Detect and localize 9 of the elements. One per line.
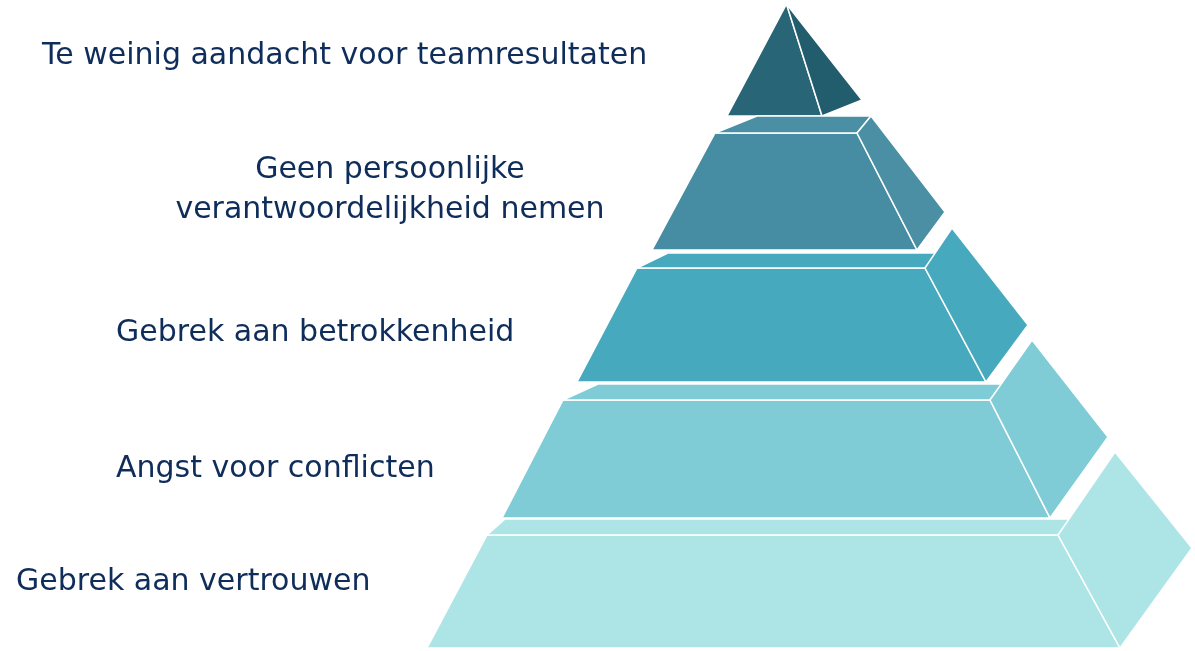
pyramid-layer [652,116,945,250]
layer-label: Geen persoonlijke verantwoordelijkheid nemen [175,150,605,225]
layer-label: Angst voor conflicten [116,449,435,484]
layer-label: Te weinig aandacht voor teamresultaten [42,36,648,71]
pyramid-layer [577,228,1028,382]
layer-label: Gebrek aan vertrouwen [16,562,371,597]
pyramid-layer [502,340,1108,518]
layer-label: Gebrek aan betrokkenheid [116,313,515,348]
pyramid-layer [727,4,862,116]
